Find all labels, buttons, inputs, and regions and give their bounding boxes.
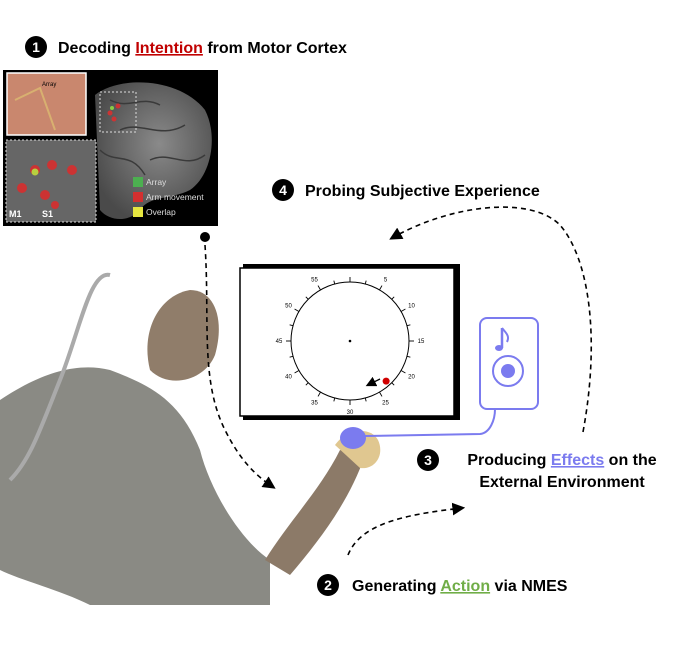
svg-text:Producing Effects on the: Producing Effects on the [467,452,656,469]
step-1-badge [25,36,47,58]
step-3-suffix: on the [604,452,657,469]
clock-tick [400,370,406,374]
step-2-number: 2 [324,577,332,593]
clock-label-20: 20 [408,375,415,381]
step-2-highlight: Action [440,578,490,595]
zoom-inset [5,139,97,223]
speaker-icon [479,317,539,410]
clock-tick [294,308,300,312]
clock-tick [305,296,309,300]
svg-text:Generating Action via NMES: Generating Action via NMES [352,578,568,595]
clock-tick [333,397,336,402]
m1-label: M1 [9,209,22,219]
svg-text:Decoding Intention from Motor: Decoding Intention from Motor Cortex [58,40,347,57]
clock-tick [289,324,294,327]
step-1-number: 1 [32,39,40,55]
clock-tick [406,355,411,358]
clock-label-10: 10 [408,304,415,310]
clock-tick [379,285,383,291]
clock-label-50: 50 [285,304,292,310]
s1-label: S1 [42,209,53,219]
arrow-origin-dot [200,232,210,242]
step-4-number: 4 [279,182,287,198]
button-wire [364,408,496,437]
step-2-prefix: Generating [352,578,440,595]
clock-center [348,339,352,343]
step-1-suffix: from Motor Cortex [203,40,347,57]
brain-legend: Array Arm movement Overlap [133,177,204,217]
step-1-prefix: Decoding [58,40,135,57]
cable [8,272,111,482]
clock-label-25: 25 [382,400,389,406]
clock-label-55: 55 [311,278,318,284]
clock-label-45: 45 [276,339,283,345]
clock-tick [391,382,395,386]
clock-label-40: 40 [285,375,292,381]
clock-tick [379,391,383,397]
clock-tick [289,355,294,358]
legend-overlap: Overlap [146,207,176,217]
step-3-highlight: Effects [551,452,604,469]
clock-tick [364,397,367,402]
libet-clock: 5 10 15 20 25 30 35 40 45 50 55 [276,277,425,416]
step-3-prefix: Producing [467,452,551,469]
step-2-suffix: via NMES [490,578,568,595]
clock-label-30: 30 [347,410,354,416]
clock-tick [400,308,406,312]
arrow-brain-to-arm [204,244,276,489]
arrow-action-to-effects [347,502,466,556]
clock-tick [364,280,367,285]
step-1-title: 1 Decoding Intention from Motor Cortex [25,36,347,58]
clock-tick [305,382,309,386]
legend-arm-movement: Arm movement [146,192,204,202]
arrow-effects-to-experience [389,206,593,433]
step-2-title: 2 Generating Action via NMES [317,574,568,596]
response-button [340,427,366,449]
step-3-title: 3 Producing Effects on the External Envi… [417,449,657,491]
clock-label-35: 35 [311,400,318,406]
clock-tick [317,391,321,397]
step-4-title: 4 Probing Subjective Experience [272,179,540,201]
legend-array: Array [146,177,167,187]
step-3-number: 3 [424,452,432,468]
clock-tick [333,280,336,285]
arm-with-electrodes [265,450,365,575]
surgery-photo [6,72,87,136]
array-label: Array [42,82,56,88]
clock-label-15: 15 [418,339,425,345]
clock-tick [294,370,300,374]
clock-tick [317,285,321,291]
clock-label-5: 5 [384,278,388,284]
blurred-head [147,290,219,381]
clock-rotating-dot [382,377,390,385]
clock-tick [406,324,411,327]
clock-monitor: 5 10 15 20 25 30 35 40 45 50 55 [239,264,460,420]
participant-figure [0,272,381,605]
step-1-highlight: Intention [135,40,203,57]
step-3-line2: External Environment [479,474,645,491]
clock-tick [391,296,395,300]
rotation-arrow-icon [365,376,381,387]
brain-image: Array M1 S1 Array Arm movement Overlap [3,70,218,226]
step-4-label: Probing Subjective Experience [305,183,540,200]
